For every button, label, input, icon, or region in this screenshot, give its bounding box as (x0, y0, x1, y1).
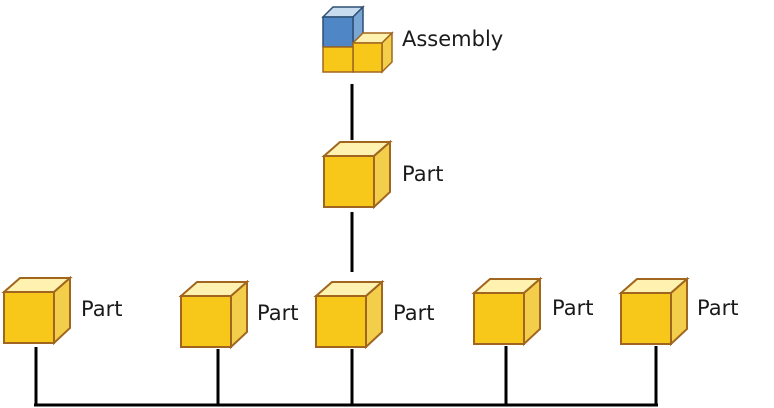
part-icon (471, 276, 543, 347)
part-icon (1, 275, 73, 346)
child-part-label: Part (393, 301, 435, 325)
child-part-label: Part (81, 297, 123, 321)
part-icon (618, 276, 690, 347)
part-label: Part (402, 162, 444, 186)
child-part-label: Part (552, 296, 594, 320)
part-icon (313, 279, 385, 350)
assembly-icon (321, 5, 394, 74)
part-icon (321, 139, 393, 210)
child-part-label: Part (697, 296, 739, 320)
part-icon (178, 279, 250, 350)
assembly-label: Assembly (402, 27, 504, 51)
child-part-label: Part (257, 301, 299, 325)
